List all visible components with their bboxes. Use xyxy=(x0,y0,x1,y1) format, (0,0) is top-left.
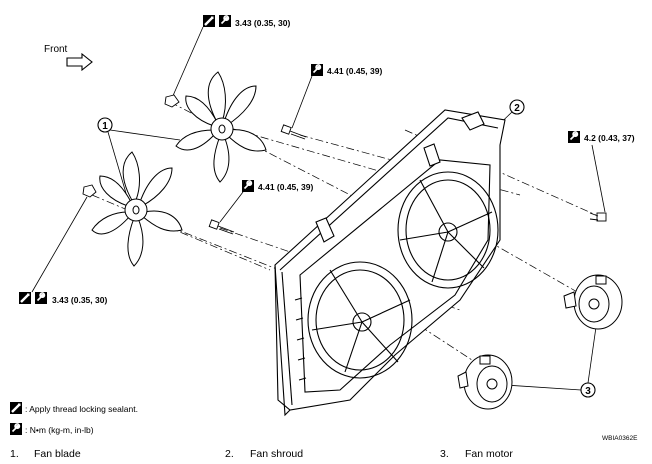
fan-motor-right xyxy=(563,274,623,330)
fan-motor-lower xyxy=(457,354,513,410)
front-arrow-icon xyxy=(66,52,93,72)
legend-torque: : N•m (kg-m, in-lb) xyxy=(9,422,94,436)
svg-text:3.43 (0.35, 30): 3.43 (0.35, 30) xyxy=(52,295,107,305)
callout-2: 2 xyxy=(509,99,525,115)
front-label: Front xyxy=(44,44,68,55)
legend-sealant: : Apply thread locking sealant. xyxy=(8,400,138,416)
torque-label-right-bolt: 4.2 (0.43, 37) xyxy=(567,130,635,144)
torque-label-top-nut: 3.43 (0.35, 30) xyxy=(201,13,290,29)
nut-icon xyxy=(82,184,97,198)
part-name: Fan motor xyxy=(465,448,513,460)
part-name: Fan shroud xyxy=(250,448,303,460)
bolt-icon xyxy=(280,124,307,140)
torque-label-upper-bolt: 4.41 (0.45, 39) xyxy=(310,63,382,77)
torque-label-lower-nut: 3.43 (0.35, 30) xyxy=(17,290,107,306)
fan-shroud xyxy=(274,109,506,417)
svg-text:4.41 (0.45, 39): 4.41 (0.45, 39) xyxy=(258,182,313,192)
bolt-icon xyxy=(589,212,607,222)
part-number: 1. xyxy=(10,448,19,460)
svg-text:4.2 (0.43, 37): 4.2 (0.43, 37) xyxy=(584,133,635,143)
nut-icon xyxy=(164,94,180,108)
bolt-icon xyxy=(208,219,235,235)
svg-text:4.41 (0.45, 39): 4.41 (0.45, 39) xyxy=(327,66,382,76)
callout-1: 1 xyxy=(97,117,113,133)
svg-text:: N•m (kg-m, in-lb): : N•m (kg-m, in-lb) xyxy=(25,425,94,435)
fan-blade-lower xyxy=(91,151,183,267)
svg-text:2: 2 xyxy=(514,103,520,114)
svg-text:1: 1 xyxy=(102,121,108,132)
torque-value: 3.43 (0.35, 30) xyxy=(235,18,290,28)
part-number: 2. xyxy=(225,448,234,460)
svg-text:: Apply thread locking sealant: : Apply thread locking sealant. xyxy=(25,404,138,414)
figure-code: WBIA0362E xyxy=(602,435,638,442)
fan-blade-top xyxy=(175,71,267,183)
torque-label-mid-bolt: 4.41 (0.45, 39) xyxy=(241,179,313,193)
parts-list: 1. Fan blade 2. Fan shroud 3. Fan motor xyxy=(10,448,513,460)
svg-text:3: 3 xyxy=(585,386,591,397)
part-name: Fan blade xyxy=(34,448,81,460)
part-number: 3. xyxy=(440,448,449,460)
callout-3: 3 xyxy=(580,382,596,398)
